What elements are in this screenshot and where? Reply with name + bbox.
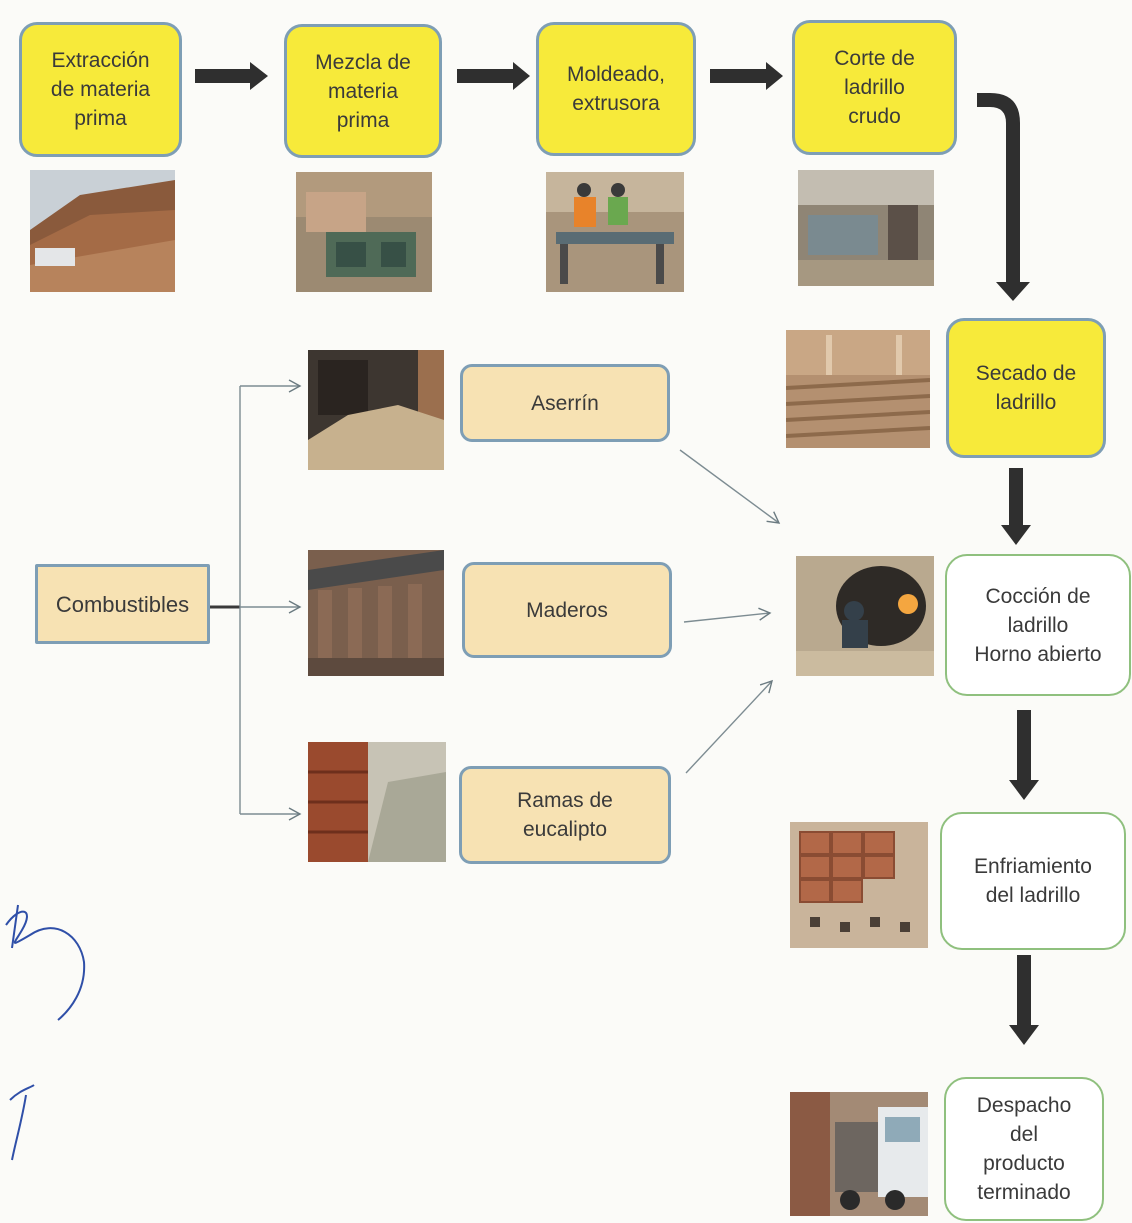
- fuel-maderos-label: Maderos: [526, 598, 608, 622]
- step-coccion-label: Cocción de ladrillo Horno abierto: [974, 584, 1102, 666]
- step-extraccion-label: Extracción de materia prima: [50, 49, 151, 130]
- photo-enfriamiento: [790, 822, 928, 948]
- step-secado: Secado de ladrillo: [946, 318, 1106, 458]
- arrow-maderos-coccion: [683, 607, 772, 623]
- fuel-ramas: Ramas de eucalipto: [459, 766, 671, 864]
- step-moldeado: Moldeado, extrusora: [536, 22, 696, 156]
- fuel-aserrin: Aserrín: [460, 364, 670, 442]
- photo-mezcla: [296, 172, 432, 292]
- step-mezcla: Mezcla de materia prima: [284, 24, 442, 158]
- photo-despacho: [790, 1092, 928, 1216]
- step-corte-label: Corte de ladrillo crudo: [834, 47, 915, 128]
- arrow-corte-secado: [977, 93, 1030, 301]
- photo-corte: [798, 170, 934, 286]
- arrow-enfriamiento-despacho: [1009, 955, 1039, 1045]
- signature-mark: [5, 904, 86, 1161]
- fuel-aserrin-label: Aserrín: [531, 391, 599, 415]
- step-despacho: Despacho del producto terminado: [944, 1077, 1104, 1221]
- arrow-moldeado-corte: [710, 62, 783, 90]
- photo-maderos: [308, 550, 444, 676]
- fuel-ramas-label: Ramas de eucalipto: [517, 789, 613, 841]
- combustibles-box: Combustibles: [35, 564, 210, 644]
- step-moldeado-label: Moldeado, extrusora: [566, 63, 666, 115]
- arrow-secado-coccion: [1001, 468, 1031, 545]
- step-secado-label: Secado de ladrillo: [975, 362, 1077, 414]
- arrow-ramas-coccion: [685, 679, 773, 774]
- photo-coccion: [796, 556, 934, 676]
- step-extraccion: Extracción de materia prima: [19, 22, 182, 157]
- photo-ramas: [308, 742, 446, 862]
- step-mezcla-label: Mezcla de materia prima: [315, 50, 411, 132]
- photo-moldeado: [546, 172, 684, 292]
- arrow-extraccion-mezcla: [195, 62, 268, 90]
- photo-secado: [786, 330, 930, 448]
- photo-aserrin: [308, 350, 444, 470]
- arrow-coccion-enfriamiento: [1009, 710, 1039, 800]
- combustibles-label: Combustibles: [55, 591, 190, 617]
- arrow-mezcla-moldeado: [457, 62, 530, 90]
- photo-extraccion: [30, 170, 175, 292]
- fuel-maderos: Maderos: [462, 562, 672, 658]
- step-despacho-label: Despacho del producto terminado: [976, 1094, 1072, 1204]
- step-enfriamiento-label: Enfriamiento del ladrillo: [974, 855, 1092, 907]
- arrow-aserrin-coccion: [679, 449, 781, 524]
- step-enfriamiento: Enfriamiento del ladrillo: [940, 812, 1126, 950]
- step-coccion: Cocción de ladrillo Horno abierto: [945, 554, 1131, 696]
- step-corte: Corte de ladrillo crudo: [792, 20, 957, 155]
